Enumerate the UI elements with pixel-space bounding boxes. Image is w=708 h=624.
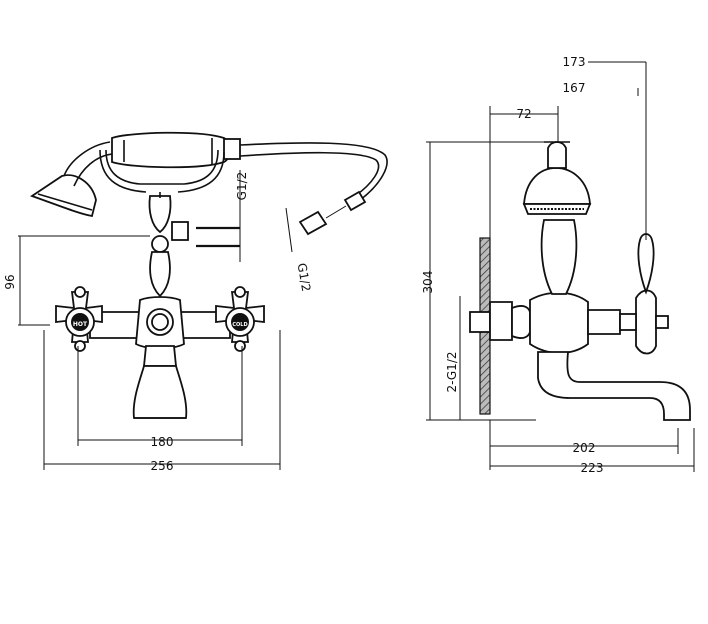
cradle-right-outer [177, 151, 225, 193]
main-body [529, 291, 589, 354]
dim-72-label: 72 [516, 107, 531, 121]
cradle-left [105, 149, 160, 185]
hose-upper [239, 142, 388, 201]
dim-180-label: 180 [151, 435, 174, 449]
spout-neck [143, 345, 177, 367]
hose-nut-link [325, 205, 347, 219]
cradle-left-outer [99, 149, 147, 193]
handset-head-face [37, 193, 93, 211]
dim-167-label: 167 [563, 81, 586, 95]
handle-hub [619, 313, 637, 331]
upper-column [540, 219, 578, 295]
cold-label: COLD [232, 322, 247, 328]
dim-304-label: 304 [421, 271, 435, 294]
front-view: HOT COLD 96 G1/2 G1/2 1 [3, 131, 388, 473]
inlet-pipe [469, 311, 491, 333]
escutcheon [489, 301, 513, 341]
column-knob [151, 235, 169, 253]
dim-g12-hose-line [285, 207, 293, 253]
dim-173-label: 173 [563, 55, 586, 69]
body-connector [511, 305, 531, 339]
handset-neck-2 [73, 153, 113, 187]
shower-neck [547, 141, 567, 169]
handle-lever [637, 233, 655, 295]
dim-thread-label: 2-G1/2 [445, 351, 459, 392]
side-view: 2-G1/2 173 167 72 [421, 55, 695, 475]
cold-handle: COLD [215, 286, 265, 352]
dim-202-label: 202 [573, 441, 596, 455]
hot-handle: HOT [55, 286, 103, 352]
dim-g12-inlet-label: G1/2 [235, 172, 249, 201]
hose-nut [298, 210, 328, 236]
hose-lower [239, 151, 380, 197]
dim-223-label: 223 [581, 461, 604, 475]
cradle-right [160, 149, 219, 185]
dim-96-label: 96 [3, 274, 17, 289]
handset-neck [63, 141, 111, 177]
shower-head [523, 167, 591, 205]
handle-cap [655, 315, 669, 329]
handset-end [223, 138, 241, 160]
dim-256-label: 256 [151, 459, 174, 473]
valve-neck [587, 309, 621, 335]
hose-connector [343, 190, 367, 212]
cradle-stem [148, 195, 172, 234]
diverter-port [171, 221, 189, 241]
dim-g12-hose-label: G1/2 [295, 262, 314, 293]
shower-rose [522, 203, 592, 215]
spout [537, 351, 691, 421]
column-body [149, 251, 171, 298]
spout-base [132, 365, 188, 419]
hot-label: HOT [73, 321, 88, 328]
side-handle [635, 289, 657, 355]
center-ring-inner [151, 313, 169, 331]
